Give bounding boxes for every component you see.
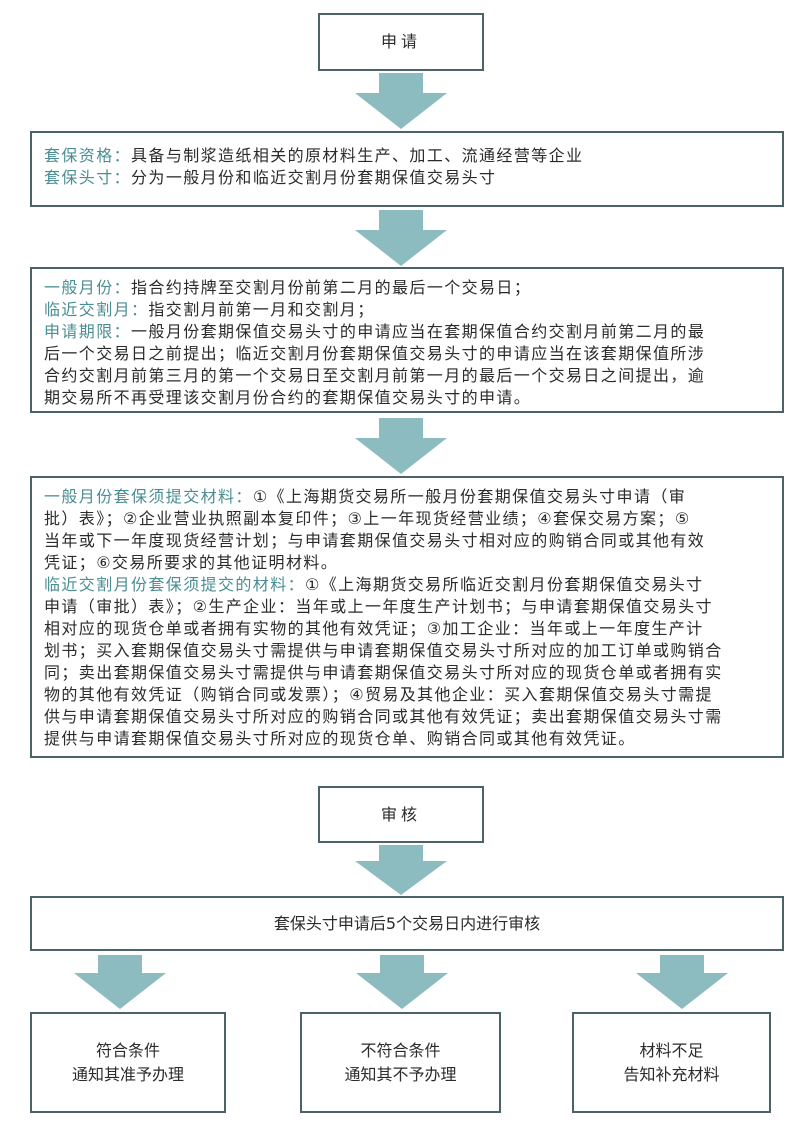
down-arrow-icon: [355, 210, 447, 266]
field-text: 同；卖出套期保值交易头寸需提供与申请套期保值交易头寸所对应的现货仓单或者拥有实: [44, 663, 723, 682]
text-line: 同；卖出套期保值交易头寸需提供与申请套期保值交易头寸所对应的现货仓单或者拥有实: [44, 662, 770, 684]
field-text: 物的其他有效凭证（购销合同或发票）；④贸易及其他企业：买入套期保值交易头寸需提: [44, 685, 713, 704]
apply-step-title: 申请: [380, 32, 421, 51]
text-line: 一般月份套保须提交材料：①《上海期货交易所一般月份套期保值交易头寸申请（审: [44, 486, 770, 508]
field-text: 指合约持牌至交割月份前第二月的最后一个交易日；: [131, 278, 532, 297]
down-arrow-icon: [355, 73, 447, 129]
field-text: 提供与申请套期保值交易头寸所对应的现货仓单、购销合同或其他有效凭证。: [44, 729, 636, 748]
text-line: 后一个交易日之前提出；临近交割月份套期保值交易头寸的申请应当在该套期保值所涉: [44, 343, 770, 365]
text-line: 合约交割月前第三月的第一个交易日至交割月前第一月的最后一个交易日之间提出，逾: [44, 365, 770, 387]
field-label: 临近交割月份套保须提交的材料：: [44, 575, 306, 594]
field-text: 分为一般月份和临近交割月份套期保值交易头寸: [131, 168, 497, 187]
down-arrow-icon: [355, 418, 447, 474]
outcome-title: 不符合条件: [360, 1040, 441, 1060]
field-text: ①《上海期货交易所一般月份套期保值交易头寸申请（审: [252, 487, 687, 506]
text-line: 当年或下一年度现货经营计划；与申请套期保值交易头寸相对应的购销合同或其他有效: [44, 530, 770, 552]
field-text: 供与申请套期保值交易头寸所对应的购销合同或其他有效凭证；卖出套期保值交易头寸需: [44, 707, 723, 726]
down-arrow-icon: [636, 955, 728, 1009]
field-text: 后一个交易日之前提出；临近交割月份套期保值交易头寸的申请应当在该套期保值所涉: [44, 344, 706, 363]
field-text: 期交易所不再受理该交割月份合约的套期保值交易头寸的申请。: [44, 388, 532, 407]
outcome-detail: 告知补充材料: [623, 1064, 720, 1084]
text-line: 临近交割月：指交割月前第一月和交割月；: [44, 299, 770, 321]
review-step-title: 审核: [380, 804, 421, 824]
field-text: 划书；买入套期保值交易头寸需提供与申请套期保值交易头寸所对应的加工订单或购销合: [44, 641, 723, 660]
down-arrow-icon: [356, 955, 448, 1009]
text-line: 物的其他有效凭证（购销合同或发票）；④贸易及其他企业：买入套期保值交易头寸需提: [44, 684, 770, 706]
qualification-box: 套保资格：具备与制浆造纸相关的原材料生产、加工、流通经营等企业套保头寸：分为一般…: [30, 131, 784, 207]
text-line: 申请期限：一般月份套期保值交易头寸的申请应当在套期保值合约交割月前第二月的最: [44, 321, 770, 343]
text-line: 批）表》；②企业营业执照副本复印件；③上一年现货经营业绩；④套保交易方案；⑤: [44, 508, 770, 530]
review-note-box: 套保头寸申请后5个交易日内进行审核: [30, 896, 784, 951]
field-label: 一般月份：: [44, 278, 132, 297]
periods-box: 一般月份：指合约持牌至交割月份前第二月的最后一个交易日；临近交割月：指交割月前第…: [30, 267, 784, 413]
text-line: 供与申请套期保值交易头寸所对应的购销合同或其他有效凭证；卖出套期保值交易头寸需: [44, 706, 770, 728]
field-text: 指交割月前第一月和交割月；: [148, 300, 375, 319]
field-text: 申请（审批）表》；②生产企业：当年或上一年度生产计划书；与申请套期保值交易头寸: [44, 597, 713, 616]
text-line: 套保头寸：分为一般月份和临近交割月份套期保值交易头寸: [44, 167, 770, 189]
text-line: 相对应的现货仓单或者拥有实物的其他有效凭证；③加工企业：当年或上一年度生产计: [44, 618, 770, 640]
field-text: 一般月份套期保值交易头寸的申请应当在套期保值合约交割月前第二月的最: [131, 322, 706, 341]
outcome-rejected-box: 不符合条件 通知其不予办理: [300, 1012, 501, 1113]
text-line: 划书；买入套期保值交易头寸需提供与申请套期保值交易头寸所对应的加工订单或购销合: [44, 640, 770, 662]
field-text: 凭证；⑥交易所要求的其他证明材料。: [44, 553, 339, 572]
text-line: 一般月份：指合约持牌至交割月份前第二月的最后一个交易日；: [44, 277, 770, 299]
field-label: 一般月份套保须提交材料：: [44, 487, 253, 506]
text-line: 临近交割月份套保须提交的材料：①《上海期货交易所临近交割月份套期保值交易头寸: [44, 574, 770, 596]
text-line: 套保资格：具备与制浆造纸相关的原材料生产、加工、流通经营等企业: [44, 145, 770, 167]
review-note-text: 套保头寸申请后5个交易日内进行审核: [273, 913, 541, 933]
outcome-title: 材料不足: [639, 1040, 704, 1060]
outcome-title: 符合条件: [95, 1040, 160, 1060]
field-label: 申请期限：: [44, 322, 132, 341]
field-text: 当年或下一年度现货经营计划；与申请套期保值交易头寸相对应的购销合同或其他有效: [44, 531, 706, 550]
field-text: 相对应的现货仓单或者拥有实物的其他有效凭证；③加工企业：当年或上一年度生产计: [44, 619, 704, 638]
field-text: 批）表》；②企业营业执照副本复印件；③上一年现货经营业绩；④套保交易方案；⑤: [44, 509, 691, 528]
materials-box: 一般月份套保须提交材料：①《上海期货交易所一般月份套期保值交易头寸申请（审批）表…: [30, 476, 784, 758]
field-text: ①《上海期货交易所临近交割月份套期保值交易头寸: [305, 575, 704, 594]
field-text: 合约交割月前第三月的第一个交易日至交割月前第一月的最后一个交易日之间提出，逾: [44, 366, 706, 385]
field-label: 套保资格：: [44, 146, 132, 165]
outcome-detail: 通知其不予办理: [344, 1064, 457, 1084]
field-text: 具备与制浆造纸相关的原材料生产、加工、流通经营等企业: [131, 146, 584, 165]
text-line: 凭证；⑥交易所要求的其他证明材料。: [44, 552, 770, 574]
text-line: 期交易所不再受理该交割月份合约的套期保值交易头寸的申请。: [44, 387, 770, 409]
field-label: 临近交割月：: [44, 300, 149, 319]
down-arrow-icon: [74, 955, 166, 1009]
outcome-detail: 通知其准予办理: [71, 1064, 184, 1084]
field-label: 套保头寸：: [44, 168, 132, 187]
apply-step-box: 申请: [318, 13, 484, 71]
review-step-box: 审核: [318, 786, 484, 843]
down-arrow-icon: [355, 845, 447, 895]
text-line: 申请（审批）表》；②生产企业：当年或上一年度生产计划书；与申请套期保值交易头寸: [44, 596, 770, 618]
outcome-insufficient-box: 材料不足 告知补充材料: [572, 1012, 771, 1113]
outcome-approved-box: 符合条件 通知其准予办理: [30, 1012, 226, 1113]
text-line: 提供与申请套期保值交易头寸所对应的现货仓单、购销合同或其他有效凭证。: [44, 728, 770, 750]
